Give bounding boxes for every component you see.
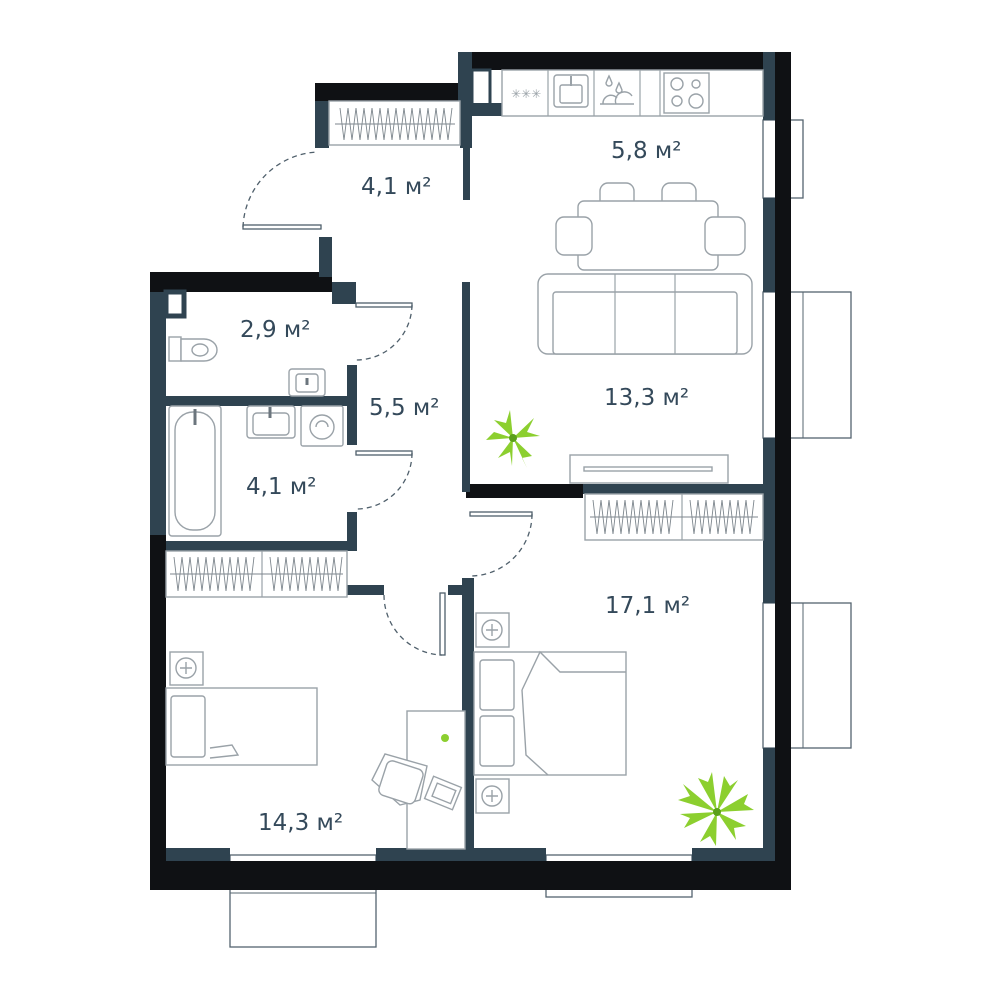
area-label-bedroom-left: 14,3 м² [258, 810, 343, 836]
wall-outer-top-hall [315, 83, 473, 101]
wardrobes [165, 100, 764, 598]
stove-icon [663, 72, 710, 114]
bathtub-icon [168, 405, 222, 537]
dish-drying-icon [600, 74, 634, 105]
nightstand-right-top-icon [475, 612, 510, 648]
area-label-bedroom-right: 17,1 м² [605, 593, 690, 619]
nightstand-right-bottom-icon [475, 778, 510, 814]
area-label-bathroom: 4,1 м² [246, 474, 316, 500]
area-labels: 4,1 м² 5,8 м² 2,9 м² 5,5 м² 4,1 м² 13,3 … [240, 138, 690, 836]
sink-icon [553, 74, 589, 108]
area-label-hall: 4,1 м² [361, 174, 431, 200]
door-bathroom [355, 450, 413, 510]
kitchen-counter: ✳✳✳ [501, 69, 764, 117]
bed-single [165, 687, 318, 766]
area-label-living: 13,3 м² [604, 385, 689, 411]
plant-living-icon [486, 410, 540, 468]
nightstand-left-icon [169, 651, 204, 686]
bath-sink-icon [246, 405, 296, 439]
doors [242, 151, 533, 656]
plant-palm-icon [678, 772, 754, 846]
washing-machine-icon [300, 405, 344, 447]
dishwasher-icon: ✳✳✳ [511, 87, 541, 101]
office-chair-icon [371, 753, 428, 806]
wardrobe-hall [328, 100, 461, 146]
wardrobe-living [584, 493, 764, 541]
bed-double [473, 650, 627, 776]
tv-stand [569, 454, 729, 484]
wall-outer-bottom [150, 861, 791, 890]
toilet-bowl-icon [168, 336, 218, 362]
wall-living-partition [466, 484, 583, 498]
door-entrance [242, 151, 322, 230]
dining-table [555, 182, 746, 271]
svg-text:✳✳✳: ✳✳✳ [511, 87, 541, 101]
door-bedroom-left [383, 592, 446, 656]
wall-outer-left-top [150, 272, 332, 292]
wardrobe-bedroom-left [165, 550, 348, 598]
walls [150, 52, 791, 890]
wall-outer-right [775, 52, 791, 890]
sofa [537, 273, 753, 355]
laptop-icon [423, 775, 463, 811]
area-label-corridor: 5,5 м² [369, 395, 439, 421]
door-toilet [355, 302, 413, 361]
area-label-toilet: 2,9 м² [240, 317, 310, 343]
door-bedroom-right [469, 511, 533, 577]
wall-outer-top-right [458, 52, 791, 70]
area-label-kitchen: 5,8 м² [611, 138, 681, 164]
toilet-sink-icon [288, 368, 326, 397]
